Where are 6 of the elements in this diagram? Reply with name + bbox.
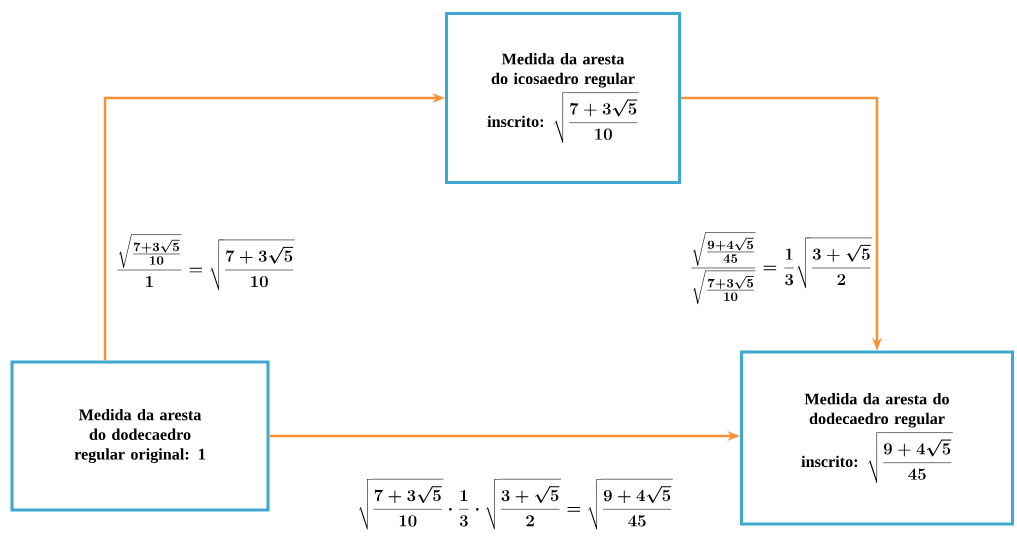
edge-label: $\sqrt{\frac{7+3\sqrt{5}}{10}}\cdot\frac{1}{3}\cdot\sqrt{\frac{3+\sqrt{5}}{2}}=\sqrt{\frac{9+4\sqrt{5}}{45}}$ <box>355 477 675 531</box>
text-box: Medida da aresta do icosaedro regular inscrito: $\sqrt{\frac{7+3\sqrt{5}}{10}}$ <box>444 11 682 185</box>
text-box: Medida da aresta do dodecaedro regular original: 1 <box>10 360 270 512</box>
text-box: Medida da aresta do dodecaedro regular inscrito: $\sqrt{\frac{9+4\sqrt{5}}{45}}$ <box>739 350 1015 526</box>
edge-label: $\frac{\sqrt{\frac{9+4\sqrt{5}}{45}}}{\sqrt{\frac{7+3\sqrt{5}}{10}}}=\frac{1}{3}\sqrt{\frac{3+\sqrt{5}}{2}}$ <box>688 230 874 306</box>
edge-label: $\frac{\sqrt{\frac{7+3\sqrt{5}}{10}}}{1}=\sqrt{\frac{7+3\sqrt{5}}{10}}$ <box>114 232 297 292</box>
